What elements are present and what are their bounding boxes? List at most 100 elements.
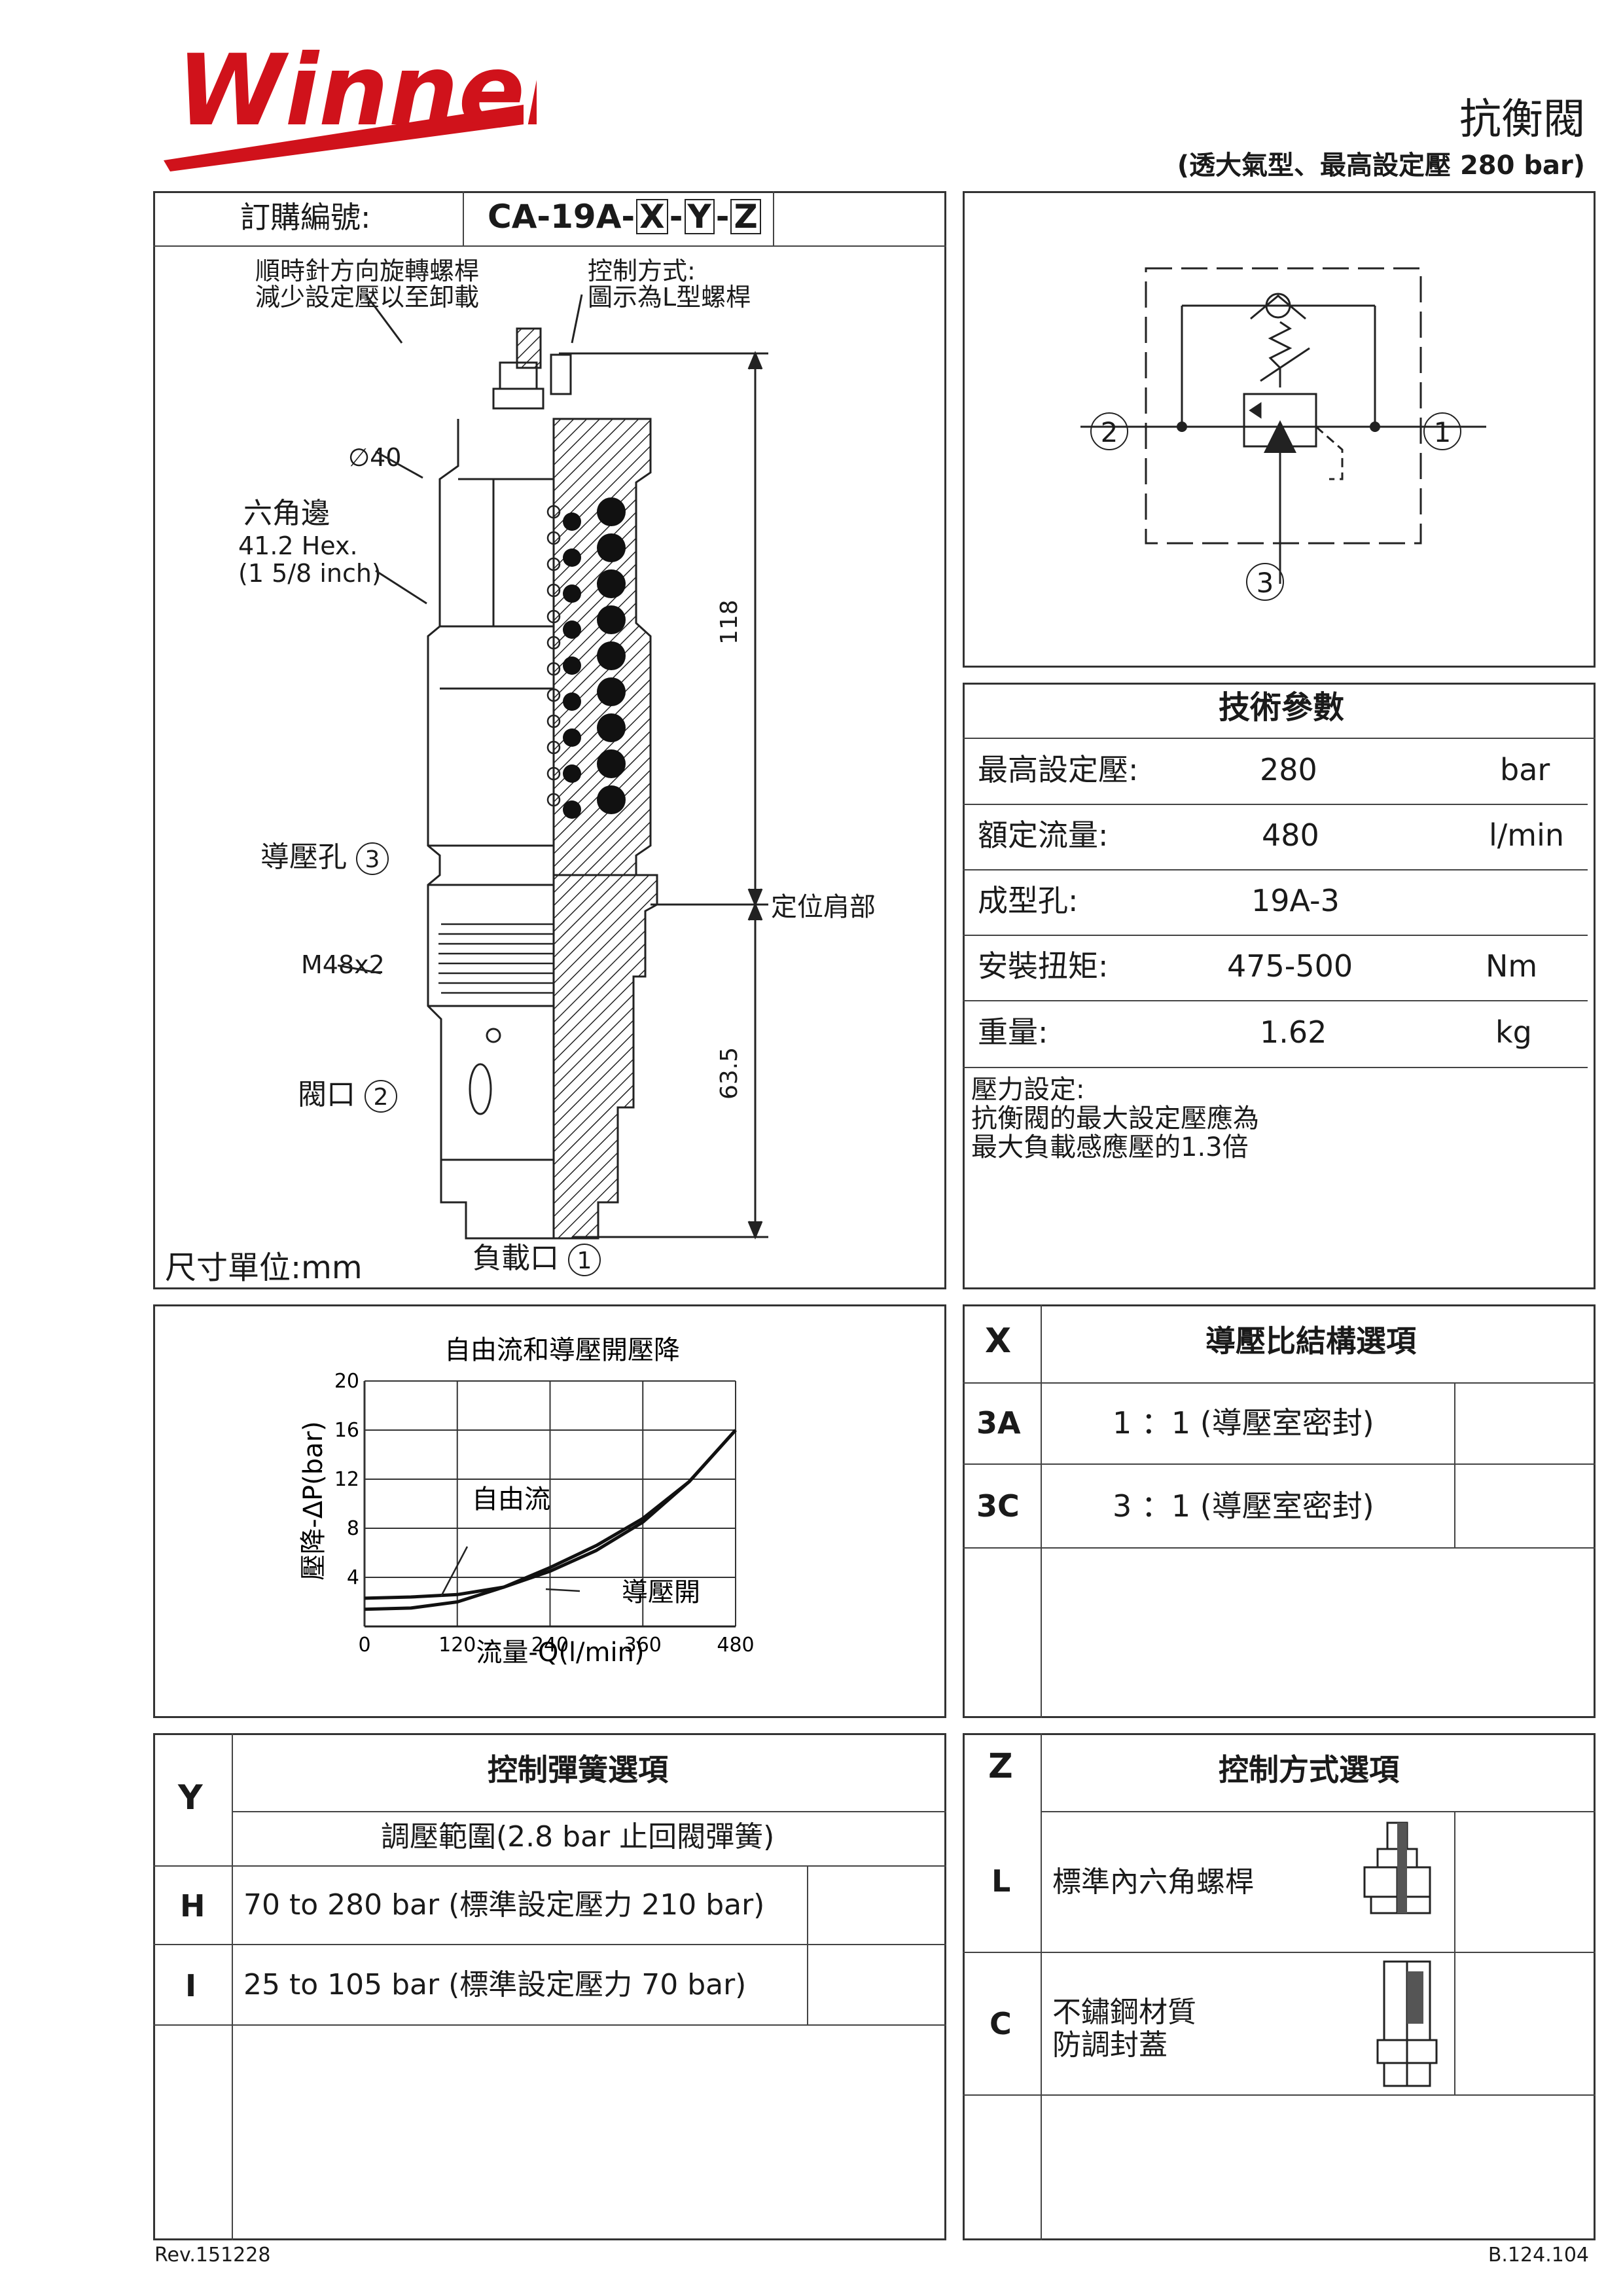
tech-row-unit: l/min <box>1489 817 1565 853</box>
footer-rev: Rev.151228 <box>154 2244 271 2267</box>
y-option-desc: 25 to 105 bar (標準設定壓力 70 bar) <box>243 1968 747 2001</box>
tech-row-value: 19A-3 <box>1251 883 1340 918</box>
order-code: CA-19A-X-Y-Z <box>488 199 762 234</box>
z-option-desc-2: 防調封蓋 <box>1052 2028 1168 2062</box>
load-port-number: 1 <box>568 1244 601 1276</box>
hex-label-2: 41.2 Hex. <box>238 531 358 560</box>
z-option-desc: 標準內六角螺桿 <box>1052 1865 1254 1899</box>
pressure-drop-chart: 自由流和導壓開壓降 0 120 240 360 480 4 8 12 16 20 流量-Q(l/m… <box>298 1335 755 1668</box>
footer-doc: B.124.104 <box>1488 2244 1589 2267</box>
hydraulic-symbol <box>1080 267 1486 584</box>
note-control-2: 圖示為L型螺桿 <box>588 283 751 312</box>
order-model-prefix: CA-19A- <box>488 198 635 236</box>
y-subheader: 調壓範圍(2.8 bar 止回閥彈簧) <box>381 1820 775 1854</box>
tech-row-unit: bar <box>1500 752 1550 787</box>
tech-row-label: 額定流量: <box>978 817 1109 853</box>
order-sep-1: - <box>669 198 683 236</box>
chart-y-tick: 12 <box>334 1468 359 1491</box>
x-header-code: X <box>985 1321 1012 1361</box>
page-subtitle: (透大氣型、最高設定壓 280 bar) <box>1177 151 1585 181</box>
tech-note-2: 抗衡閥的最大設定壓應為 <box>971 1103 1259 1134</box>
order-label: 訂購編號: <box>240 200 371 235</box>
y-option-desc: 70 to 280 bar (標準設定壓力 210 bar) <box>243 1888 765 1922</box>
chart-series-pilot <box>364 1429 737 1611</box>
x-option-desc: 1 ：1 (導壓室密封) <box>1113 1405 1374 1441</box>
valve-port-label: 閥口 2 <box>298 1078 397 1113</box>
brand-logo: Winner <box>157 26 579 177</box>
z-option-code: L <box>991 1863 1011 1899</box>
chart-lines <box>364 1429 737 1611</box>
tech-row-value: 475-500 <box>1227 948 1353 984</box>
y-options-panel <box>153 1733 946 2240</box>
y-header-code: Y <box>178 1778 203 1818</box>
chart-title: 自由流和導壓開壓降 <box>444 1335 680 1365</box>
chart-x-tick: 240 <box>531 1634 569 1657</box>
pilot-port-label: 導壓孔 3 <box>260 842 389 875</box>
chart-annotation-free: 自由流 <box>472 1484 550 1515</box>
valve-port-number: 2 <box>365 1080 397 1113</box>
pilot-port-number: 3 <box>356 842 389 875</box>
y-option-code: H <box>180 1888 205 1924</box>
chart-x-tick: 0 <box>358 1634 370 1657</box>
tech-row-value: 480 <box>1262 817 1319 853</box>
x-options-panel <box>963 1304 1596 1718</box>
chart-x-tick: 480 <box>717 1634 754 1657</box>
tech-params-panel <box>963 683 1596 1289</box>
chart-xlabel: 流量-Q(l/min) <box>476 1638 644 1668</box>
brand-name: Winner <box>177 34 537 148</box>
valve-port-text: 閥口 <box>298 1078 355 1111</box>
tech-row-label: 最高設定壓: <box>978 752 1139 787</box>
chart-y-tick: 4 <box>347 1566 359 1589</box>
chart-x-tick: 360 <box>624 1634 662 1657</box>
x-header-title: 導壓比結構選項 <box>1205 1323 1416 1359</box>
cap-thumbnail-icon <box>1376 1960 1438 2087</box>
drawing-panel <box>153 191 946 1289</box>
tech-row-value: 1.62 <box>1260 1014 1327 1050</box>
chart-grid <box>363 1380 736 1628</box>
chart-y-tick: 20 <box>334 1370 359 1393</box>
hex-label-3: (1 5/8 inch) <box>238 559 382 588</box>
x-option-code: 3C <box>976 1488 1020 1524</box>
x-option-desc: 3 ：1 (導壓室密封) <box>1113 1488 1374 1524</box>
units-label: 尺寸單位:mm <box>165 1249 363 1286</box>
tech-row-label: 安裝扭矩: <box>978 948 1109 984</box>
y-option-code: I <box>185 1968 197 2003</box>
tech-title: 技術參數 <box>1219 689 1345 726</box>
valve-section-drawing <box>337 294 768 1240</box>
z-header-code: Z <box>988 1747 1013 1786</box>
screw-thumbnail-icon <box>1363 1821 1431 1914</box>
chart-y-tick: 16 <box>334 1419 359 1442</box>
tech-row-label: 重量: <box>978 1014 1048 1050</box>
chart-x-tick: 120 <box>438 1634 476 1657</box>
x-option-code: 3A <box>976 1405 1021 1441</box>
z-header-title: 控制方式選項 <box>1219 1752 1399 1787</box>
y-header-title: 控制彈簧選項 <box>488 1752 668 1787</box>
order-option-x: X <box>636 199 668 234</box>
chart-ylabel: 壓降-ΔP(bar) <box>298 1421 329 1580</box>
note-control-1: 控制方式: <box>588 257 696 285</box>
order-sep-2: - <box>715 198 730 236</box>
hex-label-1: 六角邊 <box>243 497 330 530</box>
symbol-port-3: 3 <box>1246 563 1284 601</box>
load-port-label: 負載口 1 <box>473 1242 601 1276</box>
tech-row-label: 成型孔: <box>978 883 1079 918</box>
tech-row-unit: kg <box>1495 1014 1532 1050</box>
symbol-port-2: 2 <box>1090 412 1128 450</box>
z-option-desc: 不鏽鋼材質 <box>1052 1996 1196 2029</box>
tech-note-1: 壓力設定: <box>971 1075 1085 1105</box>
tech-row-unit: Nm <box>1486 948 1538 984</box>
tech-note-3: 最大負載感應壓的1.3倍 <box>971 1132 1249 1162</box>
shoulder-label: 定位肩部 <box>771 892 876 922</box>
chart-y-tick: 8 <box>347 1517 359 1540</box>
pilot-port-text: 導壓孔 <box>260 840 347 874</box>
tech-row-value: 280 <box>1260 752 1317 787</box>
thread-label: M48x2 <box>301 950 385 979</box>
page-title: 抗衡閥 <box>1459 96 1585 144</box>
z-options-panel <box>963 1733 1596 2240</box>
load-port-text: 負載口 <box>473 1242 559 1275</box>
z-option-code: C <box>990 2006 1012 2041</box>
symbol-port-1: 1 <box>1423 412 1461 450</box>
diameter-label: ∅40 <box>348 443 402 472</box>
chart-ticks: 0 120 240 360 480 4 8 12 16 20 <box>334 1370 755 1657</box>
order-option-z: Z <box>730 199 761 234</box>
